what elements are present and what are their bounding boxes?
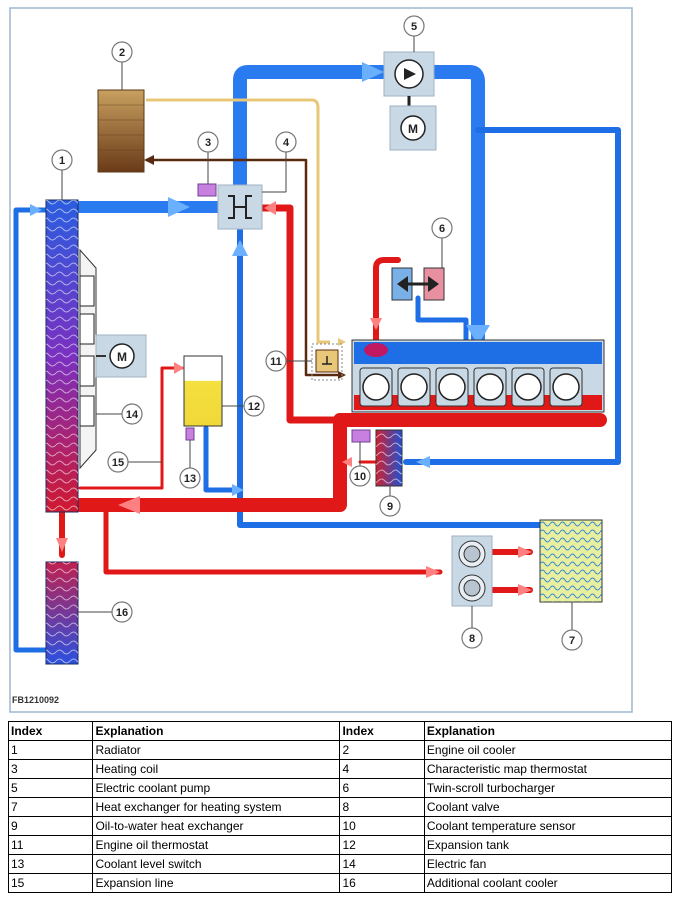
engine-block: [351, 339, 605, 413]
callout-15: 15: [112, 457, 124, 469]
turbocharger: [391, 267, 445, 301]
callout-4: 4: [283, 137, 290, 149]
cooling-circuit-diagram: M M: [9, 7, 633, 713]
legend-explanation-cell: Twin-scroll turbocharger: [423, 778, 673, 798]
callout-5: 5: [411, 21, 417, 33]
coolant-valve: [451, 535, 493, 607]
engine-oil-thermostat: [311, 343, 343, 381]
callout-2: 2: [119, 47, 125, 59]
legend-explanation-cell: Heat exchanger for heating system: [92, 797, 341, 817]
legend-header: Index: [7, 721, 94, 741]
oil-lines: [146, 98, 340, 377]
legend-index-cell: 6: [339, 778, 425, 798]
legend-index-cell: 8: [339, 797, 425, 817]
legend-header: Explanation: [423, 721, 673, 741]
expansion-tank: [183, 355, 223, 427]
legend-explanation-cell: Coolant temperature sensor: [423, 816, 673, 836]
legend-explanation-cell: Radiator: [92, 740, 341, 760]
legend-index-cell: 9: [7, 816, 94, 836]
additional-coolant-cooler: [45, 561, 79, 665]
callout-11: 11: [270, 356, 282, 368]
legend-explanation-cell: Expansion tank: [423, 835, 673, 855]
legend-explanation-cell: Heating coil: [92, 759, 341, 779]
legend-explanation-cell: Engine oil cooler: [423, 740, 673, 760]
legend-index-cell: 13: [7, 854, 94, 874]
engine-oil-cooler: [97, 89, 145, 173]
legend-explanation-cell: Additional coolant cooler: [423, 873, 673, 893]
radiator: [45, 199, 79, 513]
callout-3: 3: [205, 137, 211, 149]
hot-flow-arrows: [56, 201, 532, 596]
legend-header-row: Index Explanation Index Explanation: [7, 721, 673, 741]
legend-explanation-cell: Engine oil thermostat: [92, 835, 341, 855]
callout-labels: 1 2 3 4 5 6 7 8 9 10 11 12 13 14 15 16: [51, 15, 583, 651]
callout-10: 10: [354, 471, 366, 483]
heating-coil: [197, 183, 217, 197]
legend-header: Explanation: [92, 721, 341, 741]
legend-index-cell: 14: [339, 854, 425, 874]
coolant-temperature-sensor: [351, 429, 371, 443]
callout-16: 16: [116, 607, 128, 619]
legend-index-cell: 5: [7, 778, 94, 798]
electric-coolant-pump: M: [383, 51, 437, 151]
legend-index-cell: 4: [339, 759, 425, 779]
heating-heat-exchanger: [539, 519, 603, 603]
svg-text:M: M: [117, 350, 127, 364]
legend-index-cell: 12: [339, 835, 425, 855]
legend-index-cell: 1: [7, 740, 94, 760]
legend-index-cell: 16: [339, 873, 425, 893]
electric-fan: M: [79, 248, 147, 470]
legend-index-cell: 15: [7, 873, 94, 893]
svg-text:M: M: [408, 122, 418, 136]
legend-index-cell: 7: [7, 797, 94, 817]
legend-explanation-cell: Electric coolant pump: [92, 778, 341, 798]
callout-7: 7: [569, 635, 575, 647]
hot-coolant-lines: [59, 204, 607, 593]
cold-coolant-lines: [13, 65, 621, 653]
coolant-level-switch: [185, 427, 195, 441]
map-thermostat: [217, 184, 263, 230]
callout-12: 12: [248, 401, 260, 413]
legend-explanation-cell: Oil-to-water heat exchanger: [92, 816, 341, 836]
legend-index-cell: 11: [7, 835, 94, 855]
legend-index-cell: 2: [339, 740, 425, 760]
legend-explanation-cell: Characteristic map thermostat: [423, 759, 673, 779]
legend-explanation-cell: Expansion line: [92, 873, 341, 893]
oil-to-water-heat-exchanger: [375, 429, 403, 487]
callout-9: 9: [387, 501, 393, 513]
callout-8: 8: [469, 633, 475, 645]
cold-flow-arrows: [30, 62, 490, 496]
callout-6: 6: [439, 223, 445, 235]
figure-id: FB1210092: [12, 695, 60, 705]
legend-index-cell: 3: [7, 759, 94, 779]
callout-14: 14: [126, 409, 139, 421]
legend-header: Index: [339, 721, 425, 741]
legend-explanation-cell: Coolant valve: [423, 797, 673, 817]
legend-explanation-cell: Electric fan: [423, 854, 673, 874]
callout-13: 13: [184, 473, 196, 485]
legend-index-cell: 10: [339, 816, 425, 836]
legend-explanation-cell: Coolant level switch: [92, 854, 341, 874]
callout-1: 1: [59, 155, 65, 167]
